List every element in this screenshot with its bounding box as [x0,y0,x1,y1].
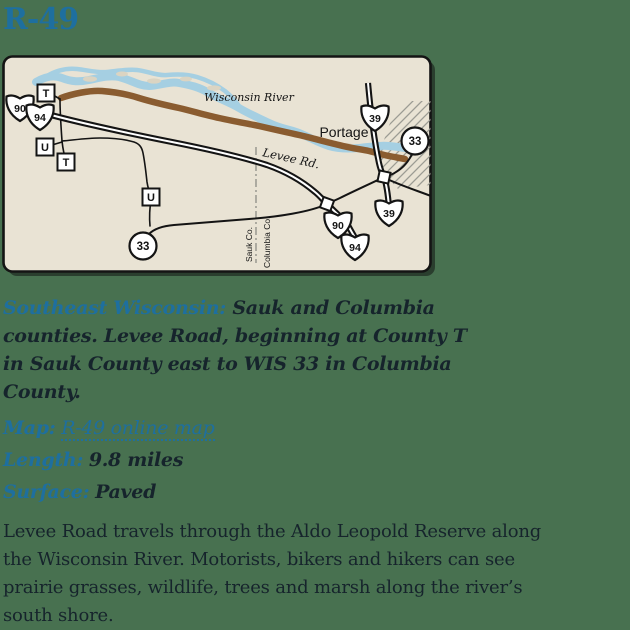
interstate-90-94-road-center [29,108,362,252]
i90-shield-west: 90 [5,94,35,123]
wis33-circle-east-label: 33 [409,136,422,148]
route-info: Southeast Wisconsin: Sauk and Columbia c… [3,294,603,630]
wis33-circle-west-label: 33 [137,241,150,253]
route-map-svg: 90 94 39 39 90 94 33 33 [2,55,435,276]
i90-shield-east: 90 [323,211,353,240]
i39-shield-north-label: 39 [369,113,381,125]
page: { "page": { "title": "R-49" }, "map": { … [2,2,542,626]
route-map: 90 94 39 39 90 94 33 33 [2,55,438,279]
map-label: Map: [3,417,56,439]
county-t-marker-1: T [36,83,56,103]
wisconsin-river-branch [44,66,242,109]
wisconsin-river-label: Wisconsin River [204,91,294,104]
region-label: Southeast Wisconsin: [3,297,227,319]
sauk-county-label: Sauk Co. [244,227,254,262]
i39-shield-north: 39 [360,104,390,133]
portage-city-label: Portage [319,124,368,140]
county-u-marker-2-label: U [147,192,155,204]
i90-shield-west-label: 90 [14,103,26,115]
i39-shield-south-label: 39 [383,208,395,220]
i94-shield-east: 94 [340,233,370,262]
county-u-marker-1-label: U [41,142,49,154]
surface-line: Surface: Paved [3,481,603,504]
county-road-u-east [61,137,151,197]
i94-shield-west: 94 [25,103,55,132]
length-value: 9.8 miles [88,449,184,471]
online-map-link[interactable]: R-49 online map [61,417,215,441]
page-title: R-49 [3,2,79,37]
i94-shield-east-label: 94 [349,242,361,254]
county-u-marker-2: U [141,187,161,207]
region-summary: Southeast Wisconsin: Sauk and Columbia c… [3,294,481,406]
length-line: Length: 9.8 miles [3,449,603,472]
columbia-county-label: Columbia Co. [262,217,272,269]
county-t-marker-1-label: T [43,88,50,100]
interchange-square-39 [376,169,392,185]
i90-shield-east-label: 90 [332,220,344,232]
wis33-circle-west: 33 [128,231,158,261]
map-line: Map: R-49 online map [3,417,603,441]
i39-shield-south: 39 [374,199,404,228]
length-label: Length: [3,449,84,471]
surface-label: Surface: [3,481,90,503]
route-description: Levee Road travels through the Aldo Leop… [3,521,542,626]
i94-shield-west-label: 94 [34,112,46,124]
region-text: Sauk and Columbia counties. Levee Road, … [3,297,467,403]
wis33-circle-east: 33 [400,126,430,156]
county-t-marker-2-label: T [63,157,70,169]
county-t-marker-2: T [56,152,76,172]
surface-value: Paved [95,481,157,503]
interchange-square-90 [318,195,336,213]
county-u-marker-1: U [35,137,55,157]
